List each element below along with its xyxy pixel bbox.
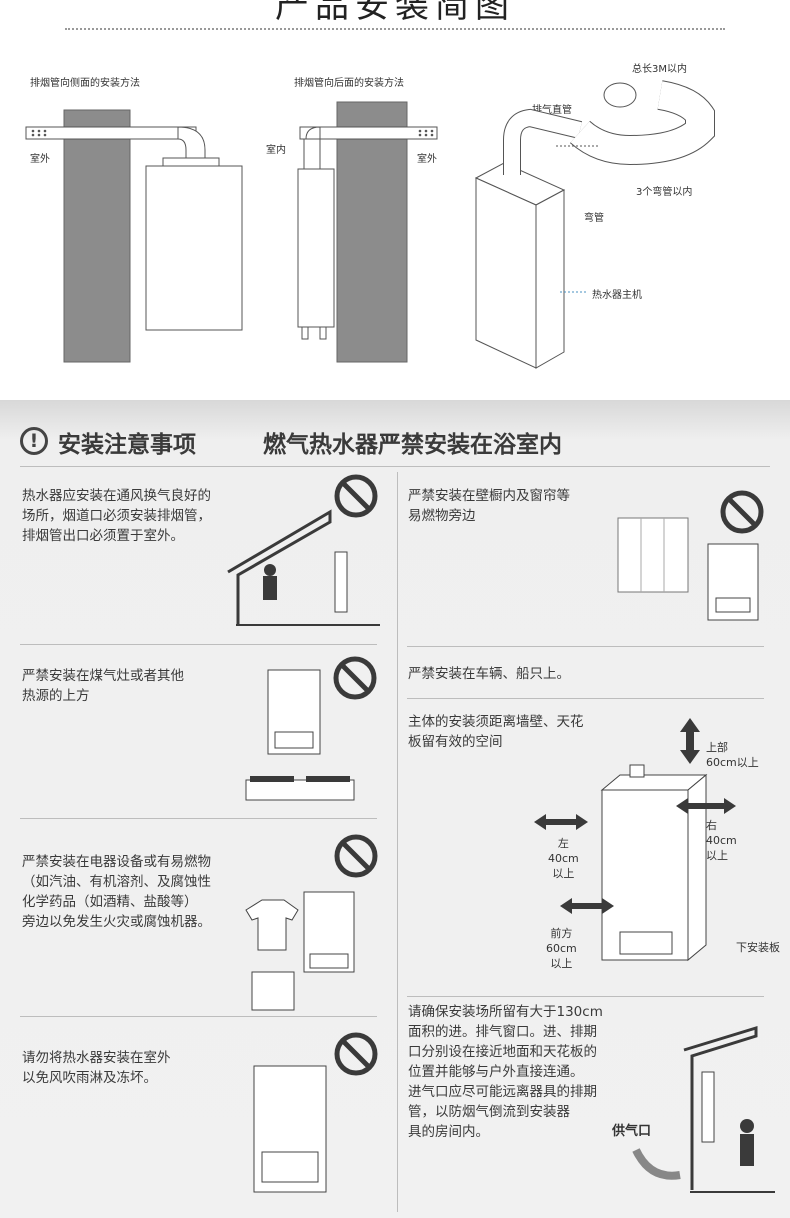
wall-1 (64, 110, 130, 362)
back-install-title: 排烟管向后面的安装方法 (294, 78, 404, 89)
total-length-label: 总长3M以内 (632, 64, 687, 75)
clearance-left-label: 左 40cm 以上 (548, 837, 579, 880)
indoor-label: 室内 (266, 145, 286, 156)
exhaust-pipe-label: 排气直管 (532, 105, 572, 116)
install-drawings (25, 80, 715, 369)
elbow-limit-label: 3个弯管以内 (636, 187, 693, 198)
heater-main-label: 热水器主机 (592, 290, 642, 301)
page-title: 产品安装简图 (275, 0, 515, 26)
prohibit-icon-4 (334, 834, 378, 878)
row-divider-l1 (20, 644, 377, 645)
prohibit-icon-2 (720, 490, 764, 534)
notice-outdoor: 请勿将热水器安装在室外 以免风吹雨淋及冻坏。 (22, 1050, 171, 1086)
notice-heading: 安装注意事项 (58, 432, 196, 458)
notice-clearance: 主体的安装须距离墙壁、天花 板留有效的空间 (408, 714, 584, 750)
prohibit-icon-1 (334, 474, 378, 518)
outdoor-label-1: 室外 (30, 154, 50, 165)
outdoor-label-2: 室外 (417, 154, 437, 165)
notice-subheading: 燃气热水器严禁安装在浴室内 (263, 432, 562, 458)
notice-electric: 严禁安装在电器设备或有易燃物 （如汽油、有机溶剂、及腐蚀性 化学药品（如酒精、盐… (22, 854, 211, 930)
bottom-plate-label: 下安装板 (736, 941, 780, 954)
warning-icon: ! (20, 427, 48, 455)
column-divider (397, 472, 398, 1212)
elbow-label: 弯管 (584, 213, 604, 224)
notice-ventilation: 热水器应安装在通风换气良好的 场所，烟道口必须安装排烟管， 排烟管出口必须置于室… (22, 488, 211, 544)
clearance-top-label: 上部 60cm以上 (706, 741, 759, 769)
title-divider (65, 28, 725, 30)
heading-divider (20, 466, 770, 467)
prohibit-icon-5 (334, 1032, 378, 1076)
notice-curtain: 严禁安装在壁橱内及窗帘等 易燃物旁边 (408, 488, 570, 524)
air-supply-label: 供气口 (612, 1124, 652, 1139)
install-diagram-section: 产品安装简图 排烟管向侧面的安装方法 排烟管向后面的安装方法 室外 室内 室外 … (0, 0, 790, 400)
notice-vehicle: 严禁安装在车辆、船只上。 (408, 666, 570, 682)
clearance-right-label: 右 40cm 以上 (706, 819, 737, 862)
prohibit-icon-3 (333, 656, 377, 700)
notice-air: 请确保安装场所留有大于130cm 面积的进。排气窗口。进、排期 口分别设在接近地… (408, 1004, 603, 1140)
clearance-front-label: 前方 60cm 以上 (546, 927, 577, 970)
row-divider-r3 (407, 996, 764, 997)
row-divider-r2 (407, 698, 764, 699)
row-divider-r1 (407, 646, 764, 647)
row-divider-l2 (20, 818, 377, 819)
side-install-title: 排烟管向侧面的安装方法 (30, 78, 140, 89)
row-divider-l3 (20, 1016, 377, 1017)
notice-stove: 严禁安装在煤气灶或者其他 热源的上方 (22, 668, 184, 704)
